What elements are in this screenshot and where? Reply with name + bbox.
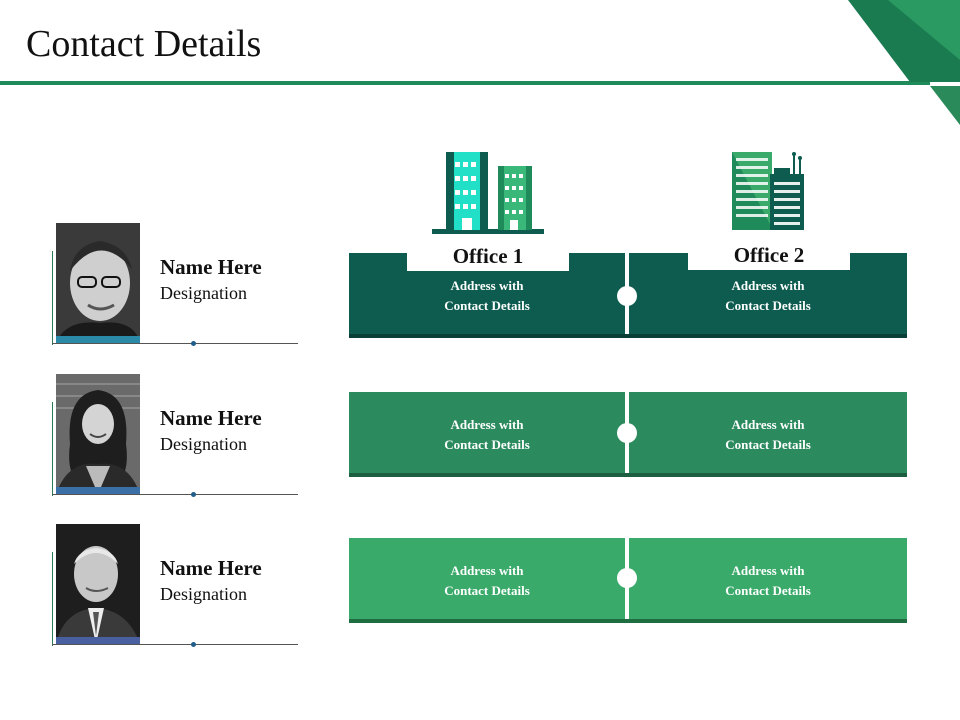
person-photo bbox=[56, 223, 140, 343]
person-photo bbox=[56, 524, 140, 644]
contact-card-1: Name Here Designation bbox=[52, 223, 302, 348]
card-dot bbox=[191, 492, 196, 497]
contact-card-2: Name Here Designation bbox=[52, 374, 302, 499]
office1-address: Address with Contact Details bbox=[349, 392, 625, 477]
address-row-3: Address with Contact Details Address wit… bbox=[349, 538, 907, 623]
person-photo bbox=[56, 374, 140, 494]
card-hline bbox=[52, 343, 298, 344]
office-tower-icon bbox=[732, 152, 804, 230]
contact-card-3: Name Here Designation bbox=[52, 524, 302, 649]
corner-decoration bbox=[848, 0, 960, 125]
office2-address: Address with Contact Details bbox=[629, 392, 907, 477]
photo-accent-bar bbox=[56, 637, 140, 644]
person-name: Name Here bbox=[160, 556, 262, 580]
person-photo-woman bbox=[56, 374, 140, 494]
office-building-icon bbox=[432, 152, 544, 234]
row-bottom-edge bbox=[349, 619, 907, 623]
person-name: Name Here bbox=[160, 406, 262, 430]
photo-accent-bar bbox=[56, 336, 140, 343]
card-vline bbox=[52, 251, 53, 345]
address-text: Address with Contact Details bbox=[725, 562, 811, 598]
card-vline bbox=[52, 552, 53, 646]
card-dot bbox=[191, 642, 196, 647]
row-bottom-edge bbox=[349, 334, 907, 338]
photo-accent-bar bbox=[56, 487, 140, 494]
person-designation: Designation bbox=[160, 584, 247, 604]
address-text: Address with Contact Details bbox=[444, 277, 530, 313]
card-vline bbox=[52, 402, 53, 496]
connector-knob bbox=[617, 423, 637, 443]
connector-knob bbox=[617, 568, 637, 588]
office2-address: Address with Contact Details bbox=[629, 253, 907, 338]
slide-title: Contact Details bbox=[26, 23, 262, 65]
person-photo-man-glasses bbox=[56, 223, 140, 343]
person-designation: Designation bbox=[160, 434, 247, 454]
address-text: Address with Contact Details bbox=[725, 416, 811, 452]
office1-address: Address with Contact Details bbox=[349, 253, 625, 338]
address-text: Address with Contact Details bbox=[725, 277, 811, 313]
connector-knob bbox=[617, 286, 637, 306]
card-hline bbox=[52, 644, 298, 645]
person-designation: Designation bbox=[160, 283, 247, 303]
office-2-tab: Office 2 bbox=[688, 240, 850, 270]
office1-address: Address with Contact Details bbox=[349, 538, 625, 623]
person-name: Name Here bbox=[160, 255, 262, 279]
address-row-2: Address with Contact Details Address wit… bbox=[349, 392, 907, 477]
office-1-tab: Office 1 bbox=[407, 241, 569, 271]
card-hline bbox=[52, 494, 298, 495]
row-bottom-edge bbox=[349, 473, 907, 477]
card-dot bbox=[191, 341, 196, 346]
address-text: Address with Contact Details bbox=[444, 416, 530, 452]
address-text: Address with Contact Details bbox=[444, 562, 530, 598]
title-rule bbox=[0, 81, 930, 85]
office2-address: Address with Contact Details bbox=[629, 538, 907, 623]
person-photo-older-man bbox=[56, 524, 140, 644]
